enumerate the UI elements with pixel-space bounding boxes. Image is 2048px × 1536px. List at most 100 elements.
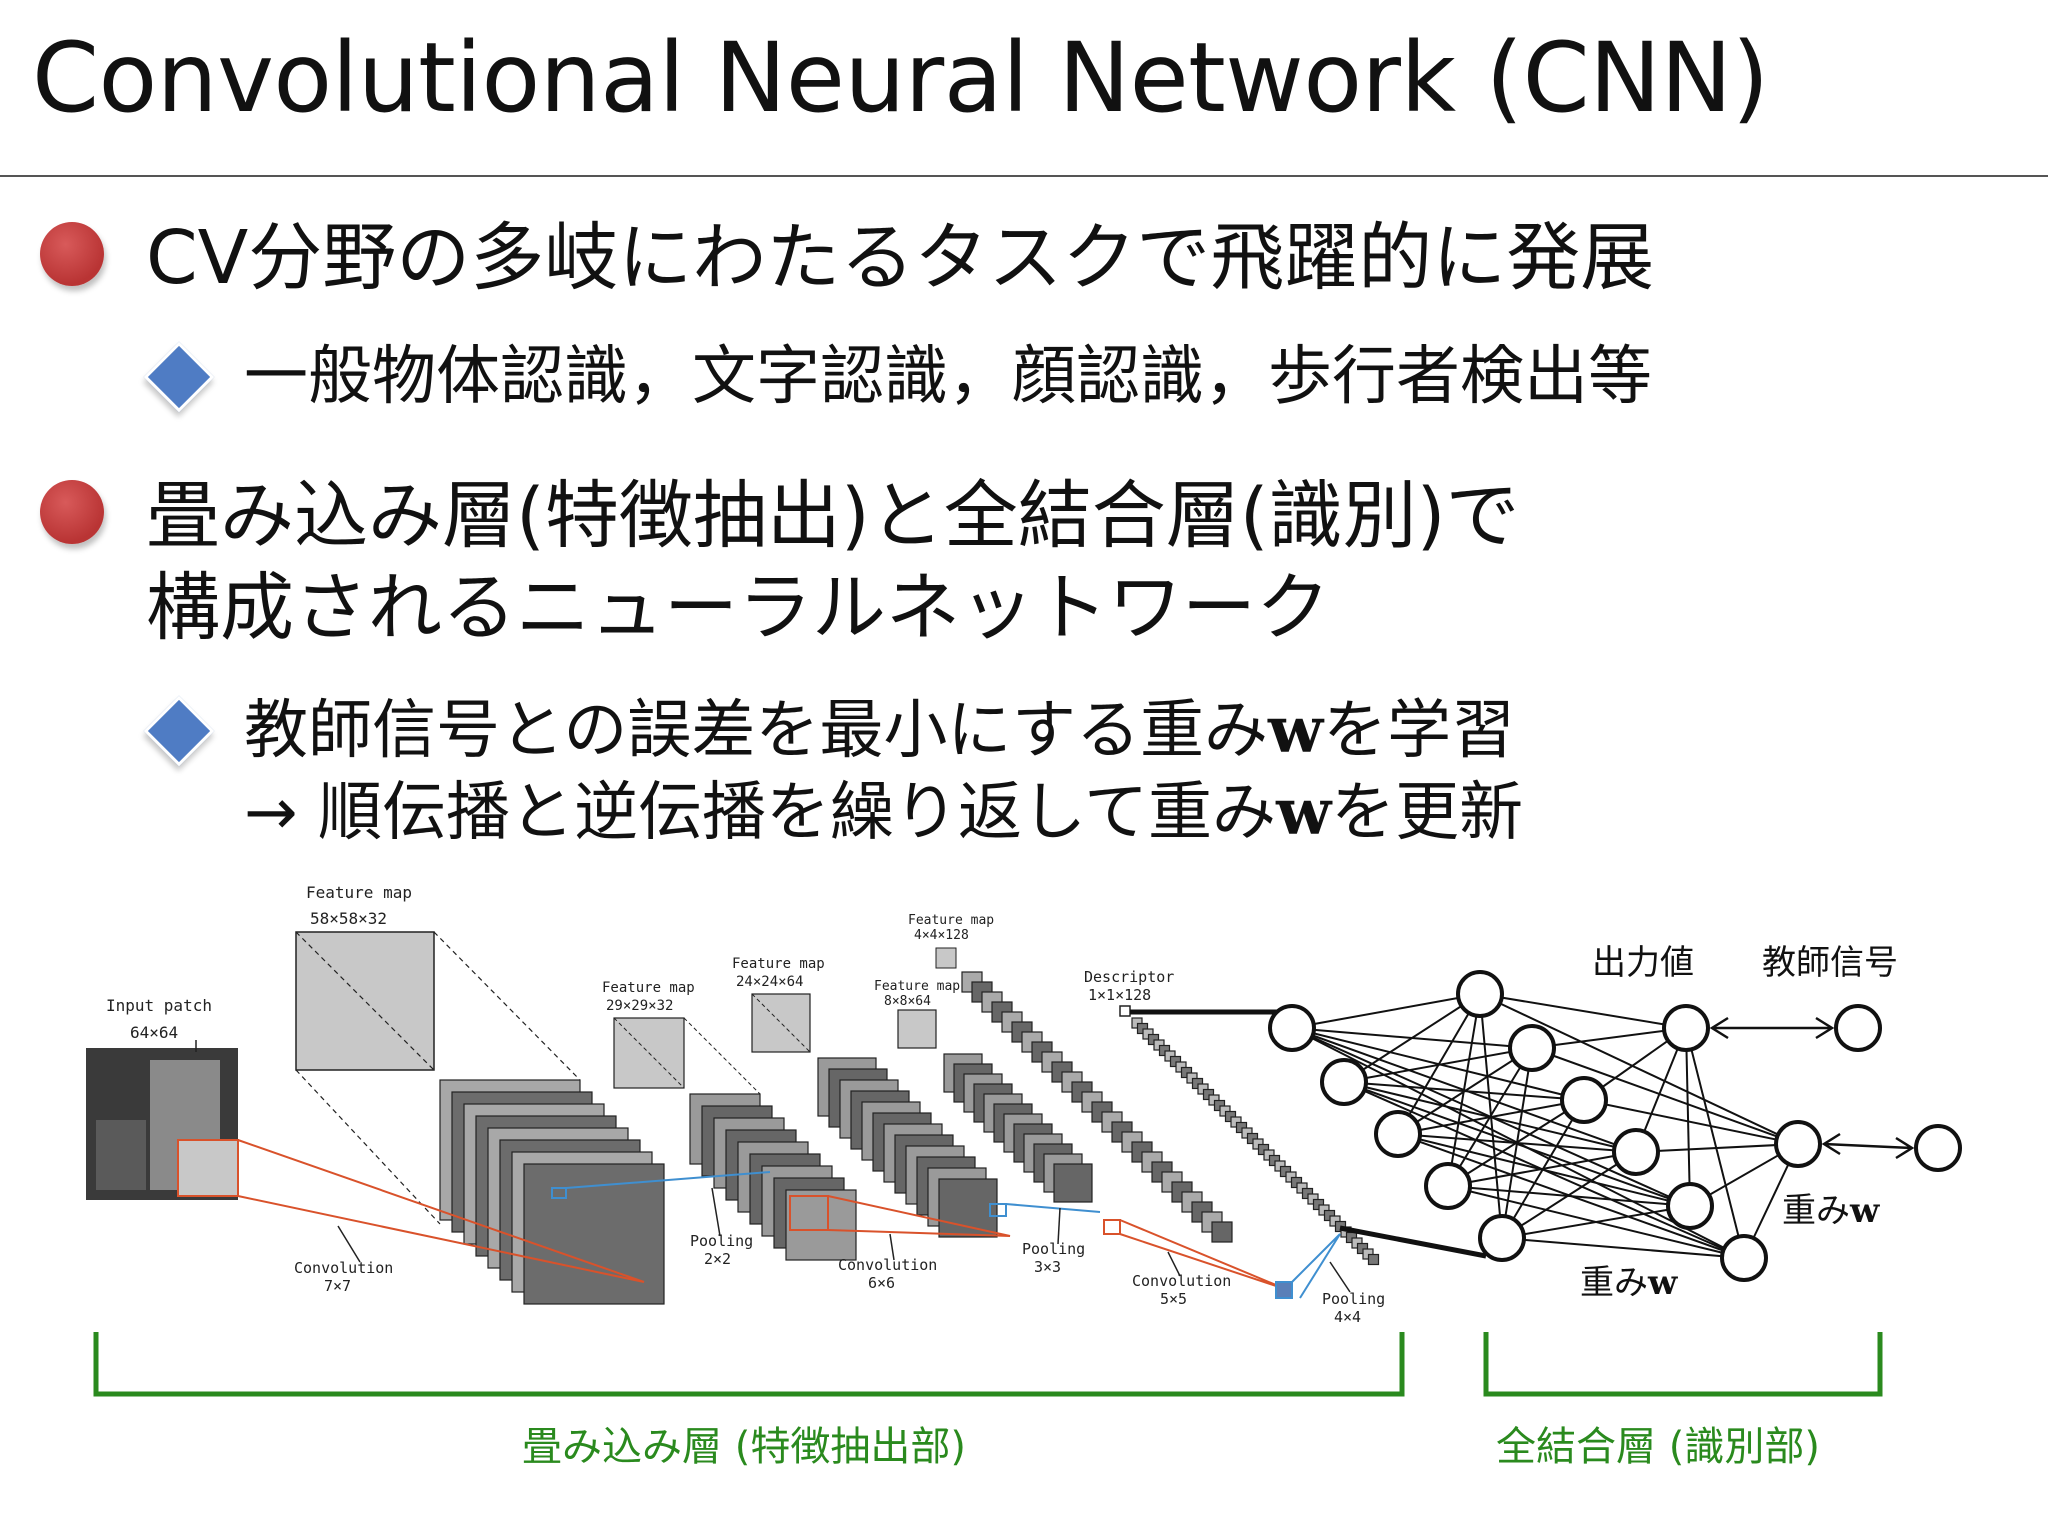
feature-map-2-diagonal	[613, 1017, 685, 1089]
feature-map-4-label: Feature map	[874, 979, 960, 994]
fc-edge	[1501, 1237, 1745, 1259]
descriptor-size: 1×1×128	[1088, 986, 1151, 1004]
fc-section-bracket	[1483, 1332, 1883, 1397]
bullet-2-subline1: 教師信号との誤差を最小にする重みwを学習	[244, 690, 1515, 772]
neuron-node	[1666, 1182, 1714, 1230]
neuron-node	[1834, 1004, 1882, 1052]
arrow-head	[1815, 1016, 1835, 1040]
feature-map-1-label: Feature map	[306, 883, 412, 902]
projection-line	[433, 931, 581, 1081]
subline2-weight-symbol: w	[1276, 775, 1332, 850]
pooling-3-label: Pooling	[1322, 1290, 1385, 1308]
fc-edge	[1531, 1027, 1687, 1049]
arrow-head	[1709, 1016, 1729, 1040]
neuron-node	[1508, 1024, 1556, 1072]
bullet-diamond-icon	[143, 341, 215, 413]
bullet-diamond-icon	[143, 695, 215, 767]
output-value-label: 出力値	[1592, 943, 1694, 983]
feature-map-5	[935, 947, 957, 969]
fc-edge	[1501, 1047, 1533, 1239]
feature-map-5-label: Feature map	[908, 913, 994, 928]
feature-map-2-size: 29×29×32	[606, 998, 673, 1014]
input-patch-size: 64×64	[130, 1023, 178, 1042]
neuron-node	[1774, 1120, 1822, 1168]
neuron-node	[1914, 1124, 1962, 1172]
convolution-3-size: 5×5	[1160, 1290, 1187, 1308]
neuron-node	[1424, 1162, 1472, 1210]
weight-label-middle: 重みw	[1580, 1263, 1678, 1303]
label-leader-line	[1329, 1261, 1351, 1293]
neuron-node	[1662, 1004, 1710, 1052]
label-leader-line	[1167, 1251, 1181, 1277]
bullet-circle-icon	[40, 222, 104, 286]
fc-section-label: 全結合層 (識別部)	[1496, 1424, 1820, 1470]
bullet-1-text: CV分野の多岐にわたるタスクで飛躍的に発展	[146, 215, 1655, 301]
fc-edge	[1447, 1047, 1533, 1187]
compare-arrow	[1823, 1142, 1913, 1150]
fc-edge	[1501, 1099, 1585, 1239]
fc-edge	[1397, 1133, 1691, 1207]
fc-edge	[1291, 993, 1481, 1029]
projection-line	[683, 1017, 761, 1095]
pool2-projection	[1005, 1203, 1101, 1213]
pool1-projection	[565, 1171, 771, 1189]
input-patch-detail	[178, 1140, 238, 1196]
pooling-3-size: 4×4	[1334, 1308, 1361, 1326]
pool2-window	[989, 1203, 1007, 1217]
feature-map-1-diagonal	[295, 931, 435, 1071]
subline1-weight-symbol: w	[1268, 693, 1324, 768]
projection-line	[295, 1069, 441, 1225]
bullet-1-subtext: 一般物体認識，文字認識，顔認識，歩行者検出等	[244, 340, 1652, 414]
conv-section-label: 畳み込み層 (特徴抽出部)	[522, 1424, 966, 1470]
neuron-node	[1560, 1076, 1608, 1124]
feature-map-3-label: Feature map	[732, 956, 825, 972]
fc-edge	[1685, 1027, 1691, 1207]
conv-section-bracket	[93, 1332, 1405, 1397]
bullet-2-line1: 畳み込み層(特徴抽出)と全結合層(識別)で	[146, 473, 1520, 559]
fully-connected-network-illustration	[1130, 970, 1962, 1282]
conv2-feature-stack	[938, 1178, 998, 1238]
convolution-layers-illustration	[86, 931, 1380, 1305]
input-patch-label: Input patch	[106, 996, 212, 1015]
pooling-2-size: 3×3	[1034, 1258, 1061, 1276]
label-leader-line	[1057, 1207, 1061, 1245]
descriptor-label: Descriptor	[1084, 968, 1174, 986]
fc-edge	[1501, 1151, 1637, 1239]
pooling-1-size: 2×2	[704, 1250, 731, 1268]
feature-map-1-size: 58×58×32	[310, 909, 387, 928]
fc-edge	[1479, 993, 1799, 1145]
label-leader-line	[711, 1187, 721, 1237]
conv3-window	[1103, 1219, 1121, 1235]
subline1-text: 教師信号との誤差を最小にする重み	[244, 694, 1268, 768]
convolution-1-label: Convolution	[294, 1259, 393, 1277]
pooling-2-label: Pooling	[1022, 1240, 1085, 1258]
neuron-node	[1456, 970, 1504, 1018]
convolution-2-label: Convolution	[838, 1256, 937, 1274]
feature-map-2-label: Feature map	[602, 980, 695, 996]
cnn-to-fc-connection	[1339, 1225, 1487, 1259]
feature-map-4-size: 8×8×64	[884, 994, 931, 1009]
neuron-node	[1478, 1214, 1526, 1262]
cnn-architecture-diagram: Input patch 64×64 Feature map 58×58×32 F…	[86, 883, 1962, 1470]
descriptor-chain	[1367, 1253, 1380, 1266]
conv3-feature-stack	[1211, 1221, 1233, 1243]
neuron-node	[1374, 1110, 1422, 1158]
neuron-node	[1320, 1058, 1368, 1106]
fc-edge	[1397, 993, 1481, 1135]
conv2-window	[789, 1195, 829, 1231]
fc-edge	[1447, 993, 1481, 1187]
fc-edge	[1685, 1027, 1745, 1259]
convolution-3-label: Convolution	[1132, 1272, 1231, 1290]
arrow-head	[1821, 1132, 1841, 1156]
bullet-circle-icon	[40, 480, 104, 544]
slide-title: Convolutional Neural Network (CNN)	[32, 22, 1769, 134]
fc-edge	[1531, 1047, 1799, 1145]
subline1-text-end: を学習	[1323, 694, 1516, 768]
bullet-2-subline2: → 順伝播と逆伝播を繰り返して重みwを更新	[244, 772, 1523, 854]
pooling-1-label: Pooling	[690, 1232, 753, 1250]
pool3-window	[1275, 1281, 1293, 1299]
convolution-2-size: 6×6	[868, 1274, 895, 1292]
neuron-node	[1720, 1234, 1768, 1282]
fc-edge	[1583, 1099, 1799, 1145]
label-leader-line	[337, 1225, 361, 1263]
